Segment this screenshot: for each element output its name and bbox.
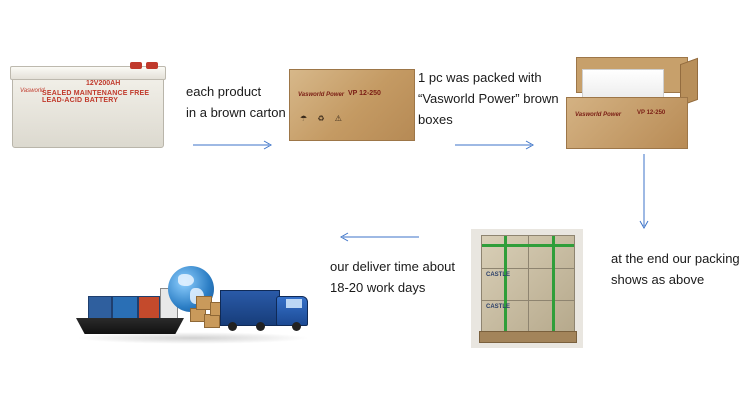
pallet-image: CASTLE CASTLE [471, 229, 583, 348]
step-caption-2: 1 pc was packed with “Vasworld Power” br… [418, 70, 559, 127]
battery-lid [10, 66, 166, 80]
wheel-icon [292, 322, 301, 331]
green-strap [482, 244, 574, 247]
left-arrow-icon [339, 232, 421, 242]
step-caption-1: each product in a brown carton [186, 84, 286, 120]
box-icon [204, 314, 220, 328]
wheel-icon [228, 322, 237, 331]
logistics-image [76, 266, 310, 346]
ship-container [88, 296, 112, 320]
pallet-carton-mark: CASTLE [486, 304, 510, 310]
ship-container [112, 296, 138, 320]
carton-brand-label: Vasworld Power [298, 92, 345, 98]
carton-brand-label: Vasworld Power [575, 112, 622, 118]
green-strap [552, 236, 555, 332]
truck-trailer [220, 290, 280, 326]
carton-front-panel: Vasworld Power VP 12-250 [566, 97, 688, 149]
battery-image: Vasworld 12V200AH SEALED MAINTENANCE FRE… [10, 62, 170, 148]
step-caption-4: our deliver time about 18-20 work days [330, 259, 456, 295]
open-carton-image: Vasworld Power VP 12-250 [566, 57, 698, 149]
carton-model-label: VP 12-250 [637, 110, 666, 116]
battery-type-label: SEALED MAINTENANCE FREE LEAD-ACID BATTER… [42, 90, 150, 104]
wheel-icon [256, 322, 265, 331]
pallet-carton-mark: CASTLE [486, 272, 510, 278]
step-caption-3: at the end our packing shows as above [611, 251, 740, 287]
green-strap [504, 236, 507, 332]
battery-model-label: 12V200AH [86, 80, 121, 87]
brown-carton-image: Vasworld Power VP 12-250 ☂ ♻ ⚠ [289, 69, 415, 141]
right-arrow-icon [455, 140, 537, 150]
right-arrow-icon [193, 140, 275, 150]
truck-window [286, 299, 302, 308]
carton-stack: CASTLE CASTLE [481, 235, 575, 333]
wooden-pallet [479, 331, 577, 343]
cargo-ship-icon [76, 318, 184, 334]
battery-brand-label: Vasworld [20, 88, 45, 94]
down-arrow-icon [639, 154, 649, 232]
battery-terminal-icon [146, 62, 158, 69]
handling-marks-icon: ☂ ♻ ⚠ [300, 114, 346, 123]
carton-model-label: VP 12-250 [348, 90, 381, 97]
battery-terminal-icon [130, 62, 142, 69]
ship-container [138, 296, 160, 320]
